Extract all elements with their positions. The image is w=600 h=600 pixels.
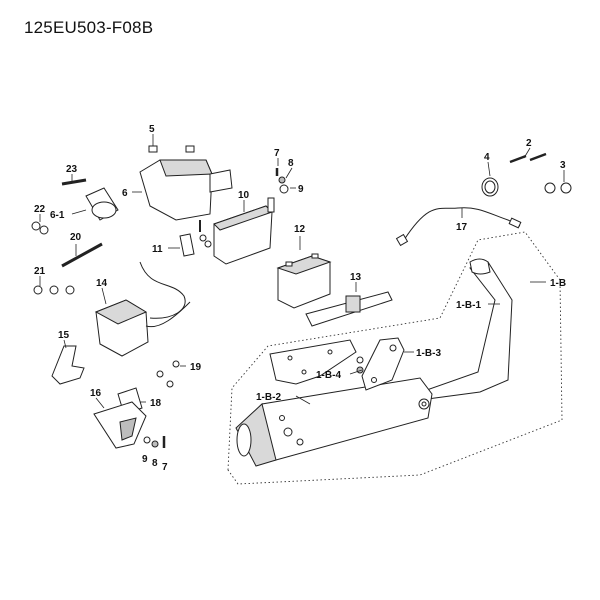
exhaust-nut-a <box>544 182 556 194</box>
battery <box>276 253 332 309</box>
exhaust-nut-b <box>560 182 572 194</box>
callout-4: 4 <box>484 152 490 163</box>
heat-shield-1b4 <box>269 339 357 385</box>
hose-clamps-21 <box>33 285 75 295</box>
washer-1b4 <box>356 356 364 364</box>
callout-9-top: 9 <box>298 184 304 195</box>
callout-1-b-4: 1-B-4 <box>316 370 341 381</box>
callout-18: 18 <box>150 398 162 409</box>
callout-9-bottom: 9 <box>142 454 148 465</box>
fasteners-top <box>275 168 289 194</box>
stud-bolts <box>509 152 547 164</box>
callout-7-bottom: 7 <box>162 462 168 473</box>
callout-1-b-3: 1-B-3 <box>416 348 441 359</box>
callout-22: 22 <box>34 204 46 215</box>
callout-14: 14 <box>96 278 108 289</box>
callout-1-b: 1-B <box>550 278 566 289</box>
callout-23: 23 <box>66 164 78 175</box>
battery-strap <box>305 291 393 327</box>
callout-12: 12 <box>294 224 306 235</box>
diagram-code: 125EU503-F08B <box>24 18 154 37</box>
callout-15: 15 <box>58 330 70 341</box>
leader-lines <box>39 134 565 409</box>
vent-tube-20 <box>61 242 103 268</box>
callout-19: 19 <box>190 362 202 373</box>
callout-17: 17 <box>456 222 468 233</box>
callout-6-1: 6-1 <box>50 210 65 221</box>
battery-tray <box>213 197 275 265</box>
filter-bolts <box>148 145 195 153</box>
vent-tube-23 <box>61 178 87 186</box>
intake-boot <box>85 187 119 221</box>
exhaust-muffler <box>235 258 513 467</box>
callout-8-top: 8 <box>288 158 294 169</box>
callout-13: 13 <box>350 272 362 283</box>
mount-16 <box>93 401 147 449</box>
callout-11: 11 <box>152 244 163 255</box>
callout-3: 3 <box>560 160 566 171</box>
oxygen-sensor <box>395 207 522 247</box>
callout-20: 20 <box>70 232 82 243</box>
callout-1-b-1: 1-B-1 <box>456 300 481 311</box>
callout-1-b-2: 1-B-2 <box>256 392 281 403</box>
callout-21: 21 <box>34 266 46 277</box>
callout-10: 10 <box>238 190 250 201</box>
callout-8-bottom: 8 <box>152 458 158 469</box>
muffler-bracket-1b3 <box>361 337 405 391</box>
callout-6: 6 <box>122 188 128 199</box>
bracket-11 <box>179 233 195 257</box>
exhaust-gasket-inner <box>484 180 496 194</box>
hose-clamp-22 <box>31 221 49 235</box>
callout-16: 16 <box>90 388 102 399</box>
nuts-19 <box>156 360 180 388</box>
bracket-15 <box>51 345 85 385</box>
callout-7-top: 7 <box>274 148 280 159</box>
callout-2: 2 <box>526 138 532 149</box>
tray-bolt <box>199 220 212 248</box>
fasteners-bottom <box>143 436 166 448</box>
canister <box>94 261 191 357</box>
nut-1b4 <box>356 366 364 374</box>
air-filter-box <box>139 159 233 221</box>
callout-5: 5 <box>149 124 155 135</box>
